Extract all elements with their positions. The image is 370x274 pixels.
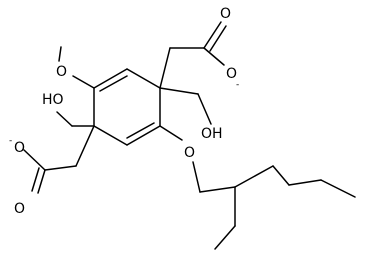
bond-butyl-4 bbox=[320, 179, 356, 198]
bond-o-ch2-chain bbox=[192, 161, 201, 193]
atom-o-carboxylate-top: O bbox=[226, 66, 237, 82]
bond-chain-ch2-ch bbox=[199, 186, 236, 193]
bond-carboxyl-carbonyl-bottom-a bbox=[37, 169, 46, 194]
atom-o-carboxylate-bottom: O bbox=[14, 140, 25, 156]
bond-ch2-oh-right bbox=[197, 93, 212, 125]
bond-ethyl-2 bbox=[214, 225, 236, 250]
bond-o-methyl bbox=[58, 46, 62, 62]
atom-oh-right: OH bbox=[201, 126, 223, 142]
bond-ring-c1-c2-double bbox=[99, 75, 128, 92]
bond-carboxyl-carbonyl-bottom-b bbox=[31, 167, 40, 192]
bond-ring-c4-c5-double bbox=[126, 122, 155, 139]
ring-bonds bbox=[93, 68, 161, 146]
bond-c1-o-methoxy bbox=[72, 75, 95, 89]
bond-carboxyl-carbonyl-top-b bbox=[209, 25, 227, 52]
bond-butyl-2 bbox=[272, 165, 290, 186]
bond-carboxyl-o-bottom bbox=[23, 149, 46, 171]
charge-top: - bbox=[236, 80, 239, 90]
bond-ring-c5-c6 bbox=[93, 125, 128, 146]
bond-ring-c2-c3 bbox=[126, 68, 161, 89]
atom-o-carbonyl-bottom: O bbox=[14, 201, 25, 217]
bond-c4-o-ether bbox=[159, 125, 183, 141]
atom-ho-left: HO bbox=[42, 92, 64, 108]
atom-o-methoxy: O bbox=[56, 64, 67, 80]
atom-o-ether: O bbox=[184, 145, 195, 161]
bond-ring-c1-c2 bbox=[93, 68, 128, 89]
bond-c3-ch2-top bbox=[159, 47, 171, 89]
bond-c6-ch2-bottom bbox=[75, 125, 95, 167]
bond-carboxyl-carbonyl-top-a bbox=[203, 21, 222, 49]
charge-bottom: - bbox=[9, 136, 12, 146]
bond-ch2-carboxyl-bottom bbox=[44, 165, 77, 171]
bond-ring-c4-c5 bbox=[126, 125, 161, 146]
bond-ch2-oh-left bbox=[56, 111, 73, 127]
bond-c3-ch2-right bbox=[159, 87, 199, 95]
bond-carboxyl-o-top bbox=[203, 47, 225, 66]
bond-ch-butyl-1 bbox=[234, 165, 274, 188]
bond-butyl-3 bbox=[288, 179, 322, 186]
atom-o-carbonyl-top: O bbox=[220, 6, 231, 22]
